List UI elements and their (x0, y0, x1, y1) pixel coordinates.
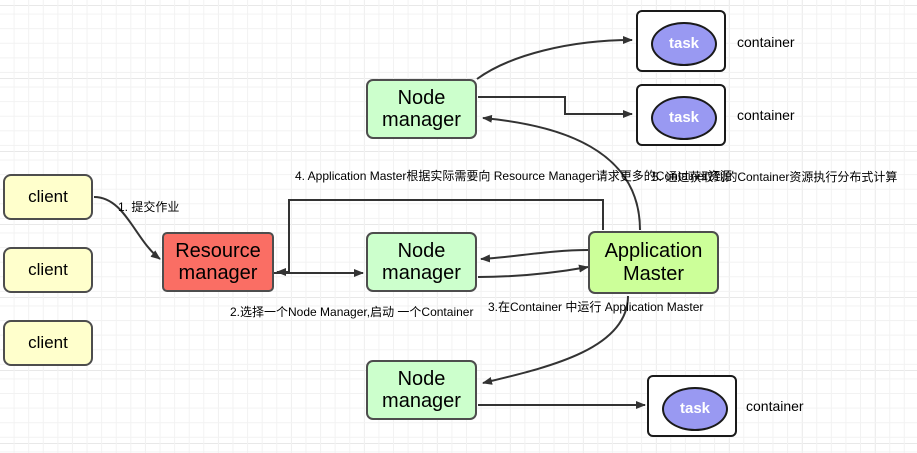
node-manager-box-bottom[interactable]: Node manager (366, 360, 477, 420)
client-box-3[interactable]: client (3, 320, 93, 366)
container-label-top: container (737, 34, 795, 50)
client-label-3: client (28, 333, 68, 353)
edge-nodemanager-top-to-task-second (478, 96, 633, 118)
client-box-1[interactable]: client (3, 174, 93, 220)
edge-label-step3: 3.在Container 中运行 Application Master (488, 299, 703, 315)
edge-label-step2: 2.选择一个Node Manager,启动 一个Container (230, 304, 473, 320)
client-box-2[interactable]: client (3, 247, 93, 293)
edge-label-step3-line1: 3.在Container 中运行 (488, 300, 602, 314)
edge-label-step4: 4. Application Master根据实际需要向 Resource Ma… (295, 168, 732, 184)
edge-label-step5: 5. 通过获取到的Container资源执行分布式计算 (652, 170, 898, 184)
container-box-second[interactable]: task (636, 84, 726, 146)
task-ellipse-top[interactable]: task (651, 22, 717, 66)
node-manager-top-label-line2: manager (382, 109, 461, 131)
node-manager-bottom-label-line1: Node (397, 367, 446, 390)
task-label-bottom: task (679, 399, 711, 417)
resource-manager-box[interactable]: Resource manager (162, 232, 274, 292)
container-label-second: container (737, 107, 795, 123)
edge-label-step4-line1: 4. Application Master根据实际需要向 (295, 169, 491, 183)
edge-label-step2-line2: 一个Container (397, 305, 474, 319)
application-master-label-line2: Master (622, 262, 685, 285)
task-ellipse-second[interactable]: task (651, 96, 717, 140)
container-box-bottom[interactable]: task (647, 375, 737, 437)
application-master-label-line1: Application (604, 240, 703, 263)
client-label-2: client (28, 260, 68, 280)
edge-applicationmaster-to-nodemanager (480, 249, 589, 263)
task-ellipse-bottom[interactable]: task (662, 387, 728, 431)
edge-label-step1: 1. 提交作业 (118, 200, 180, 214)
edge-label-step4-line2: Resource Manager请求更多的Container资源 (493, 169, 732, 183)
task-label-second: task (668, 108, 700, 126)
task-label-top: task (668, 34, 700, 52)
node-manager-top-label-line1: Node (397, 86, 446, 109)
client-label-1: client (28, 187, 68, 207)
resource-manager-label-line2: manager (178, 262, 258, 284)
edge-label-step2-line1: 2.选择一个Node Manager,启动 (230, 305, 395, 319)
node-manager-box-top[interactable]: Node manager (366, 79, 477, 139)
edge-nodemanager-top-to-task-top (476, 36, 633, 80)
resource-manager-label-line1: Resource (175, 239, 261, 262)
node-manager-bottom-label-line2: manager (382, 390, 461, 412)
node-manager-box-middle[interactable]: Node manager (366, 232, 477, 292)
edge-label-step3-line2: Application Master (604, 300, 704, 314)
node-manager-middle-label-line2: manager (382, 262, 461, 284)
container-label-bottom: container (746, 398, 804, 414)
edge-nodemanager-to-applicationmaster (477, 264, 589, 278)
container-box-top[interactable]: task (636, 10, 726, 72)
application-master-box[interactable]: Application Master (588, 231, 719, 294)
node-manager-middle-label-line1: Node (397, 239, 446, 262)
